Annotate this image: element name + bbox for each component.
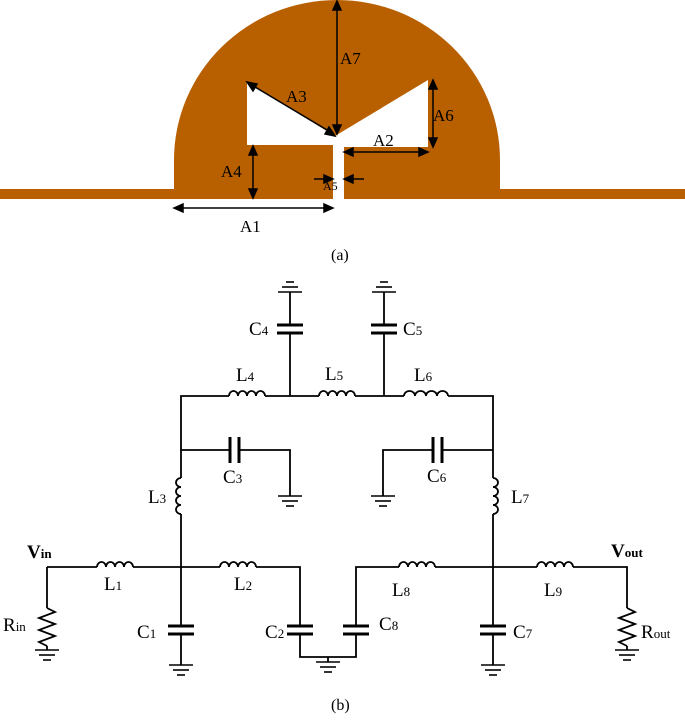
label-c7: C7 [513, 622, 533, 643]
capacitor-c6 [431, 437, 444, 463]
panel-a: A1 A2 A3 A4 A5 A6 A7 (a) [0, 0, 685, 264]
ground-icon [278, 495, 302, 507]
capacitors [168, 323, 506, 636]
component-labels: L1 L2 L3 L4 L5 L6 L7 L8 L9 C1 C2 C3 C4 C… [3, 319, 671, 643]
label-c3: C3 [223, 467, 242, 488]
label-vout: Vout [611, 541, 643, 562]
inductor-l9 [536, 561, 574, 568]
label-c4: C4 [249, 319, 269, 340]
resistor-rin [36, 607, 58, 647]
dim-label-a2: A2 [373, 131, 394, 150]
resistor-rout [616, 607, 638, 647]
dim-label-a3: A3 [286, 87, 307, 106]
ground-icon [615, 649, 639, 661]
caption-b: (b) [331, 697, 350, 714]
label-c6: C6 [427, 466, 447, 487]
inductor-l8 [398, 561, 436, 568]
dimension-arrows [172, 0, 439, 214]
capacitor-c2 [287, 624, 313, 636]
inductor-l1 [96, 561, 134, 568]
label-c8: C8 [379, 614, 398, 635]
antenna-patch [0, 0, 685, 199]
ground-icon [372, 281, 396, 293]
panel-b: L1 L2 L3 L4 L5 L6 L7 L8 L9 C1 C2 C3 C4 C… [3, 281, 671, 714]
inductor-l6 [403, 390, 449, 397]
label-l7: L7 [511, 487, 530, 508]
capacitor-c1 [168, 624, 194, 636]
ground-icon [316, 661, 340, 673]
dim-label-a7: A7 [340, 49, 361, 68]
dim-label-a6: A6 [433, 106, 454, 125]
label-c2: C2 [265, 622, 284, 643]
circuit-wires [46, 292, 628, 665]
ground-icon [169, 664, 193, 676]
label-c1: C1 [137, 622, 156, 643]
capacitor-c4 [277, 323, 303, 335]
label-l2: L2 [234, 574, 252, 595]
inductor-l5 [318, 390, 356, 397]
capacitor-c7 [480, 624, 506, 636]
resistors [36, 607, 638, 647]
label-l5: L5 [325, 364, 343, 385]
capacitor-c8 [343, 624, 369, 636]
capacitor-c5 [371, 323, 397, 335]
label-rin: Rin [3, 615, 26, 636]
ground-icon [35, 649, 59, 661]
ground-icon [278, 281, 302, 293]
label-l3: L3 [148, 487, 166, 508]
ground-icon [371, 495, 395, 507]
grounds [35, 281, 639, 676]
label-l1: L1 [104, 574, 122, 595]
inductor-l3 [175, 477, 182, 515]
label-l6: L6 [414, 365, 433, 386]
label-rout: Rout [641, 622, 671, 643]
label-l9: L9 [544, 580, 562, 601]
label-l8: L8 [392, 580, 410, 601]
dim-label-a4: A4 [221, 162, 242, 181]
inductor-l4 [228, 390, 266, 397]
inductor-l7 [492, 477, 499, 515]
inductor-l2 [219, 561, 257, 568]
dim-label-a5: A5 [323, 179, 338, 193]
dim-label-a1: A1 [240, 217, 261, 236]
label-l4: L4 [236, 365, 255, 386]
label-vin: Vin [27, 542, 52, 563]
caption-a: (a) [331, 247, 349, 264]
ground-icon [481, 664, 505, 676]
capacitor-c3 [228, 437, 241, 463]
inductors [96, 390, 574, 568]
label-c5: C5 [403, 319, 422, 340]
